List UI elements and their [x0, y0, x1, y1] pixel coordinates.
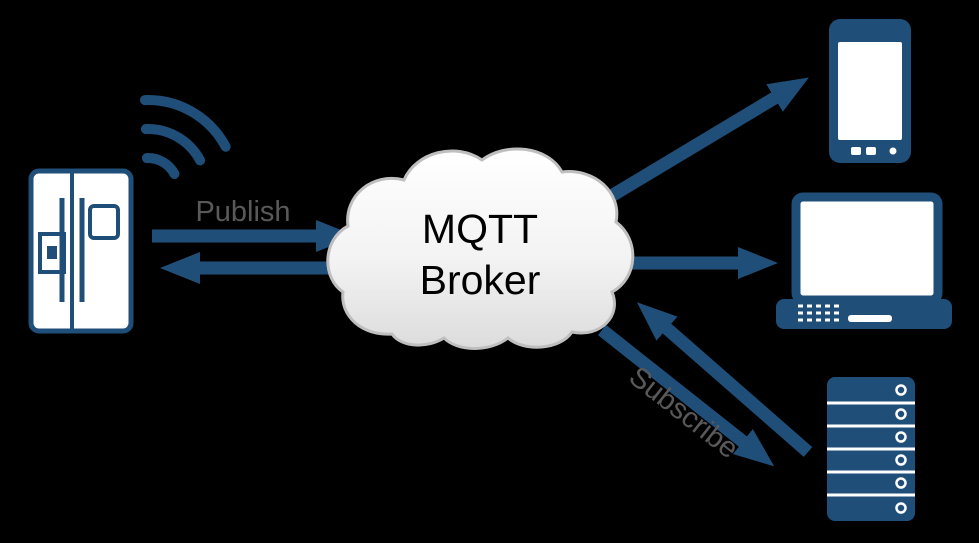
server-led-1	[895, 384, 907, 396]
publish-label: Publish	[195, 196, 290, 228]
laptop-touchpad	[848, 315, 892, 322]
laptop-screen	[791, 192, 943, 305]
server-led-5	[895, 477, 907, 489]
server-led-2	[895, 408, 907, 420]
broker-label-line1: MQTT	[422, 206, 538, 252]
arrows-layer	[152, 77, 813, 467]
broker-to-phone-arrow	[594, 77, 809, 210]
phone-screen	[838, 42, 902, 140]
phone-button-1	[851, 147, 861, 155]
server-led-6	[895, 502, 907, 514]
phone-camera-dot	[889, 147, 897, 155]
broker-to-server-arrow	[597, 324, 775, 467]
broker-cloud: MQTT Broker	[326, 147, 635, 350]
broker-label-line2: Broker	[420, 257, 541, 303]
smartphone-icon	[829, 19, 911, 163]
server-led-3	[895, 431, 907, 443]
fridge-icon	[28, 168, 134, 334]
wifi-arc-small	[141, 153, 180, 179]
laptop-icon	[776, 192, 952, 329]
server-led-4	[895, 454, 907, 466]
fridge-dispenser-cup	[47, 246, 57, 259]
broker-cloud-shape	[326, 147, 635, 350]
server-to-broker-arrow	[636, 302, 813, 457]
fridge-dispenser	[38, 232, 66, 274]
wifi-signal-icon	[139, 95, 231, 179]
fridge-panel	[88, 204, 120, 240]
phone-button-2	[866, 147, 876, 155]
wifi-arc-large	[139, 95, 231, 152]
server-icon	[827, 377, 915, 521]
wifi-arc-medium	[140, 124, 206, 166]
